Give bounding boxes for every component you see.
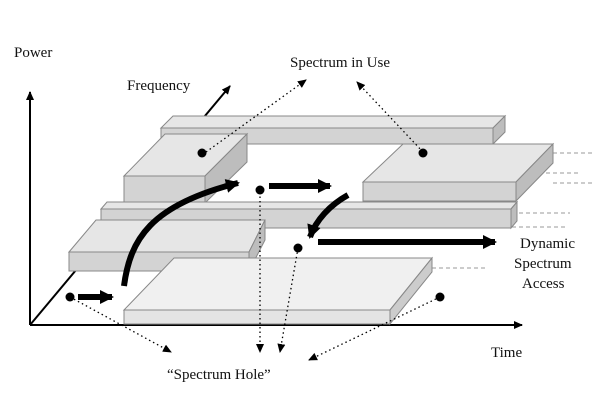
dynamic-label: Dynamic [520,236,575,252]
marker-dots [65,148,445,302]
access-label: Access [522,276,565,292]
dot-hole-4 [435,292,445,302]
time-label: Time [491,345,522,361]
spectrum-hole-label: “Spectrum Hole” [167,367,271,383]
frequency-label: Frequency [127,78,191,94]
dot-hole-3 [65,292,75,302]
dotted-pointers [69,79,441,361]
dot-hole-2 [293,243,303,253]
block-back-left [122,132,249,205]
dot-hole-1 [255,185,265,195]
spectrum-in-use-label: Spectrum in Use [290,55,390,71]
path-arrow-4 [307,192,350,239]
spectrum-label: Spectrum [514,256,572,272]
access-path [78,179,497,304]
dot-in-use-right [418,148,428,158]
block-front-left [67,219,266,272]
slab-back-long [159,114,507,146]
power-label: Power [14,45,52,61]
slab-front-thin [122,256,434,326]
dot-in-use-left [197,148,207,158]
path-arrow-2 [121,179,240,287]
block-back-right [361,142,555,203]
